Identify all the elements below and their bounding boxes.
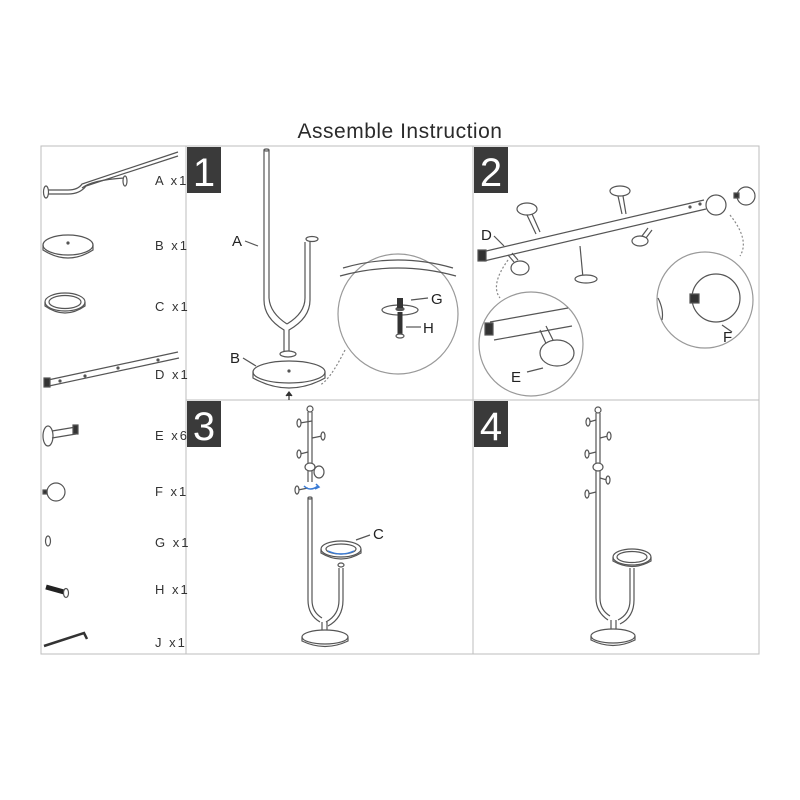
svg-text:4: 4: [480, 405, 502, 449]
part-j-illustration: [43, 631, 89, 648]
callout-g: G: [431, 291, 443, 308]
step-1-illustration: [242, 148, 459, 400]
svg-text:3: 3: [193, 405, 215, 449]
step-2-illustration: [477, 185, 756, 397]
part-a-illustration: [42, 151, 179, 199]
part-e-illustration: [42, 424, 79, 447]
part-label-a: A x1: [155, 173, 188, 188]
part-label-g: G x1: [155, 535, 190, 550]
callout-f: F: [723, 329, 732, 346]
page-title: Assemble Instruction: [297, 120, 503, 143]
step-4-badge: 4: [474, 401, 508, 449]
callout-a: A: [232, 233, 242, 250]
grid-frame: [40, 145, 760, 655]
svg-text:2: 2: [480, 151, 502, 195]
part-h-illustration: [45, 584, 70, 599]
callout-b: B: [230, 350, 240, 367]
part-label-b: B x1: [155, 238, 189, 253]
step-4-illustration: [584, 406, 652, 647]
part-c-illustration: [44, 292, 86, 314]
part-label-c: C x1: [155, 299, 190, 314]
step-2-badge: 2: [474, 147, 508, 195]
part-label-d: D x1: [155, 367, 190, 382]
step-3-badge: 3: [187, 401, 221, 449]
step-1-badge: 1: [187, 147, 221, 195]
part-label-f: F x1: [155, 484, 188, 499]
part-f-illustration: [42, 482, 66, 502]
part-label-j: J x1: [155, 635, 187, 650]
step-3-illustration: [294, 405, 371, 648]
callout-h: H: [423, 320, 434, 337]
callout-c: C: [373, 526, 384, 543]
callout-e: E: [511, 369, 521, 386]
parts-list: [42, 151, 180, 648]
svg-text:1: 1: [193, 151, 215, 195]
part-label-e: E x6: [155, 428, 189, 443]
part-g-illustration: [44, 535, 52, 547]
part-d-illustration: [43, 351, 180, 388]
part-b-illustration: [42, 234, 94, 259]
part-label-h: H x1: [155, 582, 190, 597]
callout-d: D: [481, 227, 492, 244]
